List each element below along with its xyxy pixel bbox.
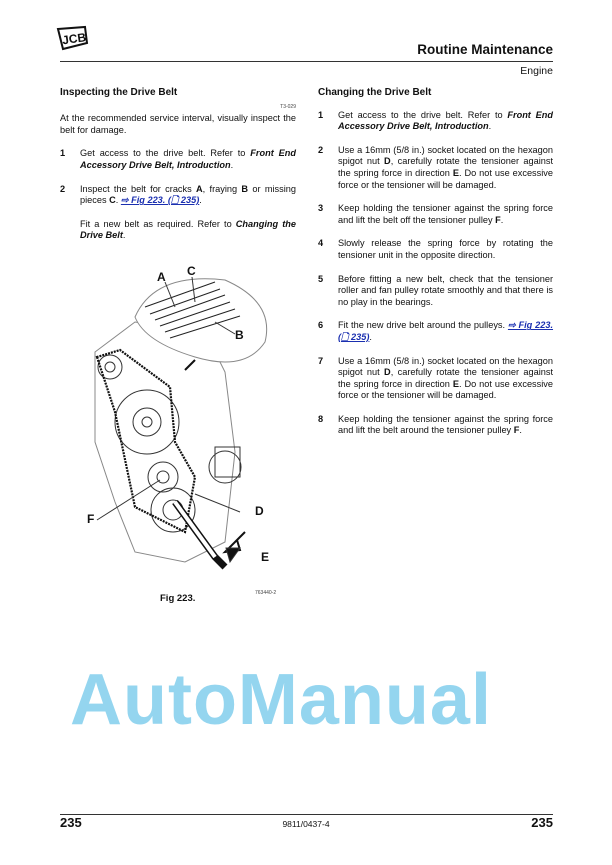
subsection-title: Engine [520, 65, 553, 77]
fig-223-link[interactable]: ⇨ Fig 223. (🗋 235) [120, 195, 200, 206]
label-e: E [261, 550, 270, 564]
footer-rule [60, 814, 553, 816]
ref-link: Front End Accessory Drive Belt, Introduc… [80, 148, 296, 170]
header-rule [60, 61, 553, 63]
svg-text:JCB: JCB [61, 30, 87, 47]
jcb-logo: JCB [55, 25, 89, 51]
label-d: D [255, 504, 264, 518]
watermark: AutoManual [70, 660, 492, 740]
page-number-right: 235 [531, 815, 553, 830]
label-a: A [157, 270, 166, 284]
section-title: Routine Maintenance [417, 42, 553, 57]
label-c: C [187, 264, 196, 278]
intro-text: At the recommended service interval, vis… [60, 113, 296, 135]
left-step-1: 1 Get access to the drive belt. Refer to… [60, 148, 296, 170]
fig-223-link[interactable]: ⇨ Fig 223. (🗋 235) [338, 320, 554, 342]
figure-223-illustration: A B C D E F [75, 262, 275, 582]
label-b: B [235, 328, 244, 342]
heading-changing: Changing the Drive Belt [318, 87, 432, 98]
ref-code: T3-029 [280, 103, 296, 110]
document-number: 9811/0437-4 [282, 819, 330, 829]
left-step-2: 2 Inspect the belt for cracks A, fraying… [60, 183, 296, 206]
figure-caption: Fig 223. [160, 593, 196, 604]
page-number-left: 235 [60, 815, 82, 830]
label-f: F [87, 512, 95, 526]
left-step-2-note: Fit a new belt as required. Refer to Cha… [80, 218, 296, 241]
heading-inspecting: Inspecting the Drive Belt [60, 87, 178, 98]
figure-part-code: 763440-2 [255, 590, 277, 596]
left-column: Inspecting the Drive Belt T3-029 At the … [60, 87, 296, 254]
